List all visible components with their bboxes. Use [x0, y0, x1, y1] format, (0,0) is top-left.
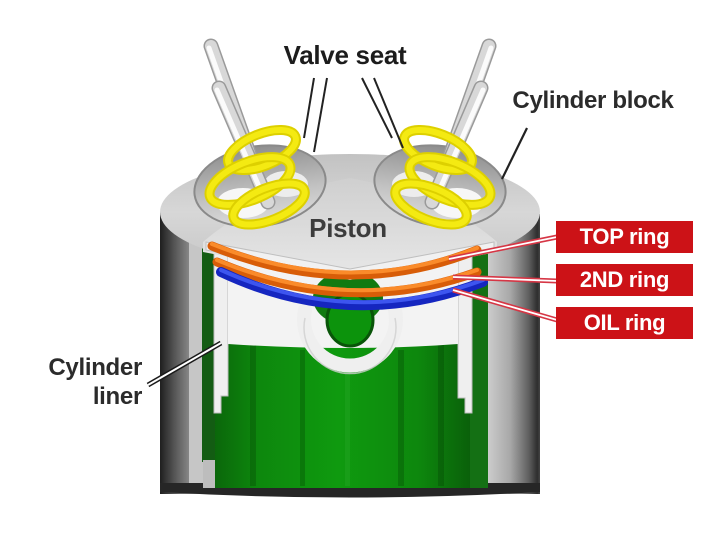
- leader-lines: [146, 77, 558, 388]
- valve-seat-leaders: [303, 77, 404, 153]
- oil-ring-callout: OIL ring: [556, 307, 693, 339]
- cylinder-liner-leader: [146, 340, 223, 388]
- cylinder-liner-label: Cylinder liner: [28, 353, 142, 412]
- oil-ring-graphic: [216, 267, 488, 311]
- top-ring-graphic: [207, 241, 482, 280]
- piston-label: Piston: [309, 213, 387, 243]
- cylinder-block-label: Cylinder block: [512, 87, 674, 114]
- second-ring-callout: 2ND ring: [556, 264, 693, 296]
- valve-seat-rings: [204, 124, 496, 230]
- second-ring-graphic: [212, 257, 482, 298]
- cylinder-liner-label-line1: Cylinder: [48, 354, 142, 381]
- top-ring-callout: TOP ring: [556, 221, 693, 253]
- piston-rings: [207, 241, 488, 311]
- pin-boss-ring: [297, 303, 403, 373]
- ring-callout-leaders: [448, 234, 558, 323]
- liner-streaks: [250, 340, 444, 486]
- cylinder-liner-label-line2: liner: [92, 383, 142, 411]
- valve-seat-label: Valve seat: [283, 40, 407, 70]
- cylinder-block-leader: [501, 127, 528, 180]
